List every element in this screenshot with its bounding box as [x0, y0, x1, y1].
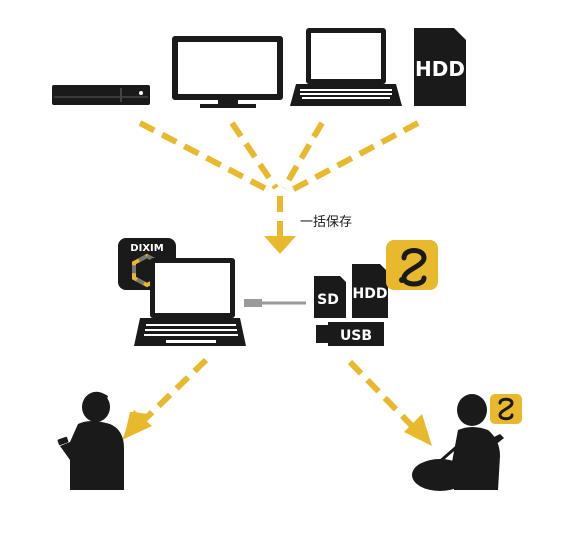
person-phone-icon — [57, 391, 124, 490]
down-arrow-head — [264, 236, 296, 254]
share-app-icon-small — [490, 394, 522, 424]
person-bag-icon — [412, 394, 504, 491]
storage-hdd-icon: HDD — [352, 264, 388, 318]
tv-icon — [172, 36, 283, 108]
usb-cable — [244, 299, 306, 307]
share-app-icon — [386, 240, 438, 290]
converge-lines — [138, 120, 420, 236]
diverge-lines — [139, 357, 417, 431]
center-laptop-icon — [134, 258, 246, 346]
sd-card-icon: SD — [314, 276, 346, 318]
bulk-save-label: 一括保存 — [300, 215, 352, 230]
arrow-head-right — [404, 414, 432, 446]
recorder-icon — [52, 85, 150, 105]
arrow-head-left-main — [122, 410, 152, 440]
dixim-label: DIXIM — [130, 243, 163, 254]
hdd-label: HDD — [415, 57, 465, 81]
storage-hdd-label: HDD — [353, 286, 388, 302]
laptop-icon — [290, 28, 402, 106]
usb-label: USB — [340, 328, 372, 344]
sd-label: SD — [317, 292, 339, 308]
hdd-icon: HDD — [414, 28, 466, 106]
usb-drive-icon: USB — [316, 322, 384, 346]
